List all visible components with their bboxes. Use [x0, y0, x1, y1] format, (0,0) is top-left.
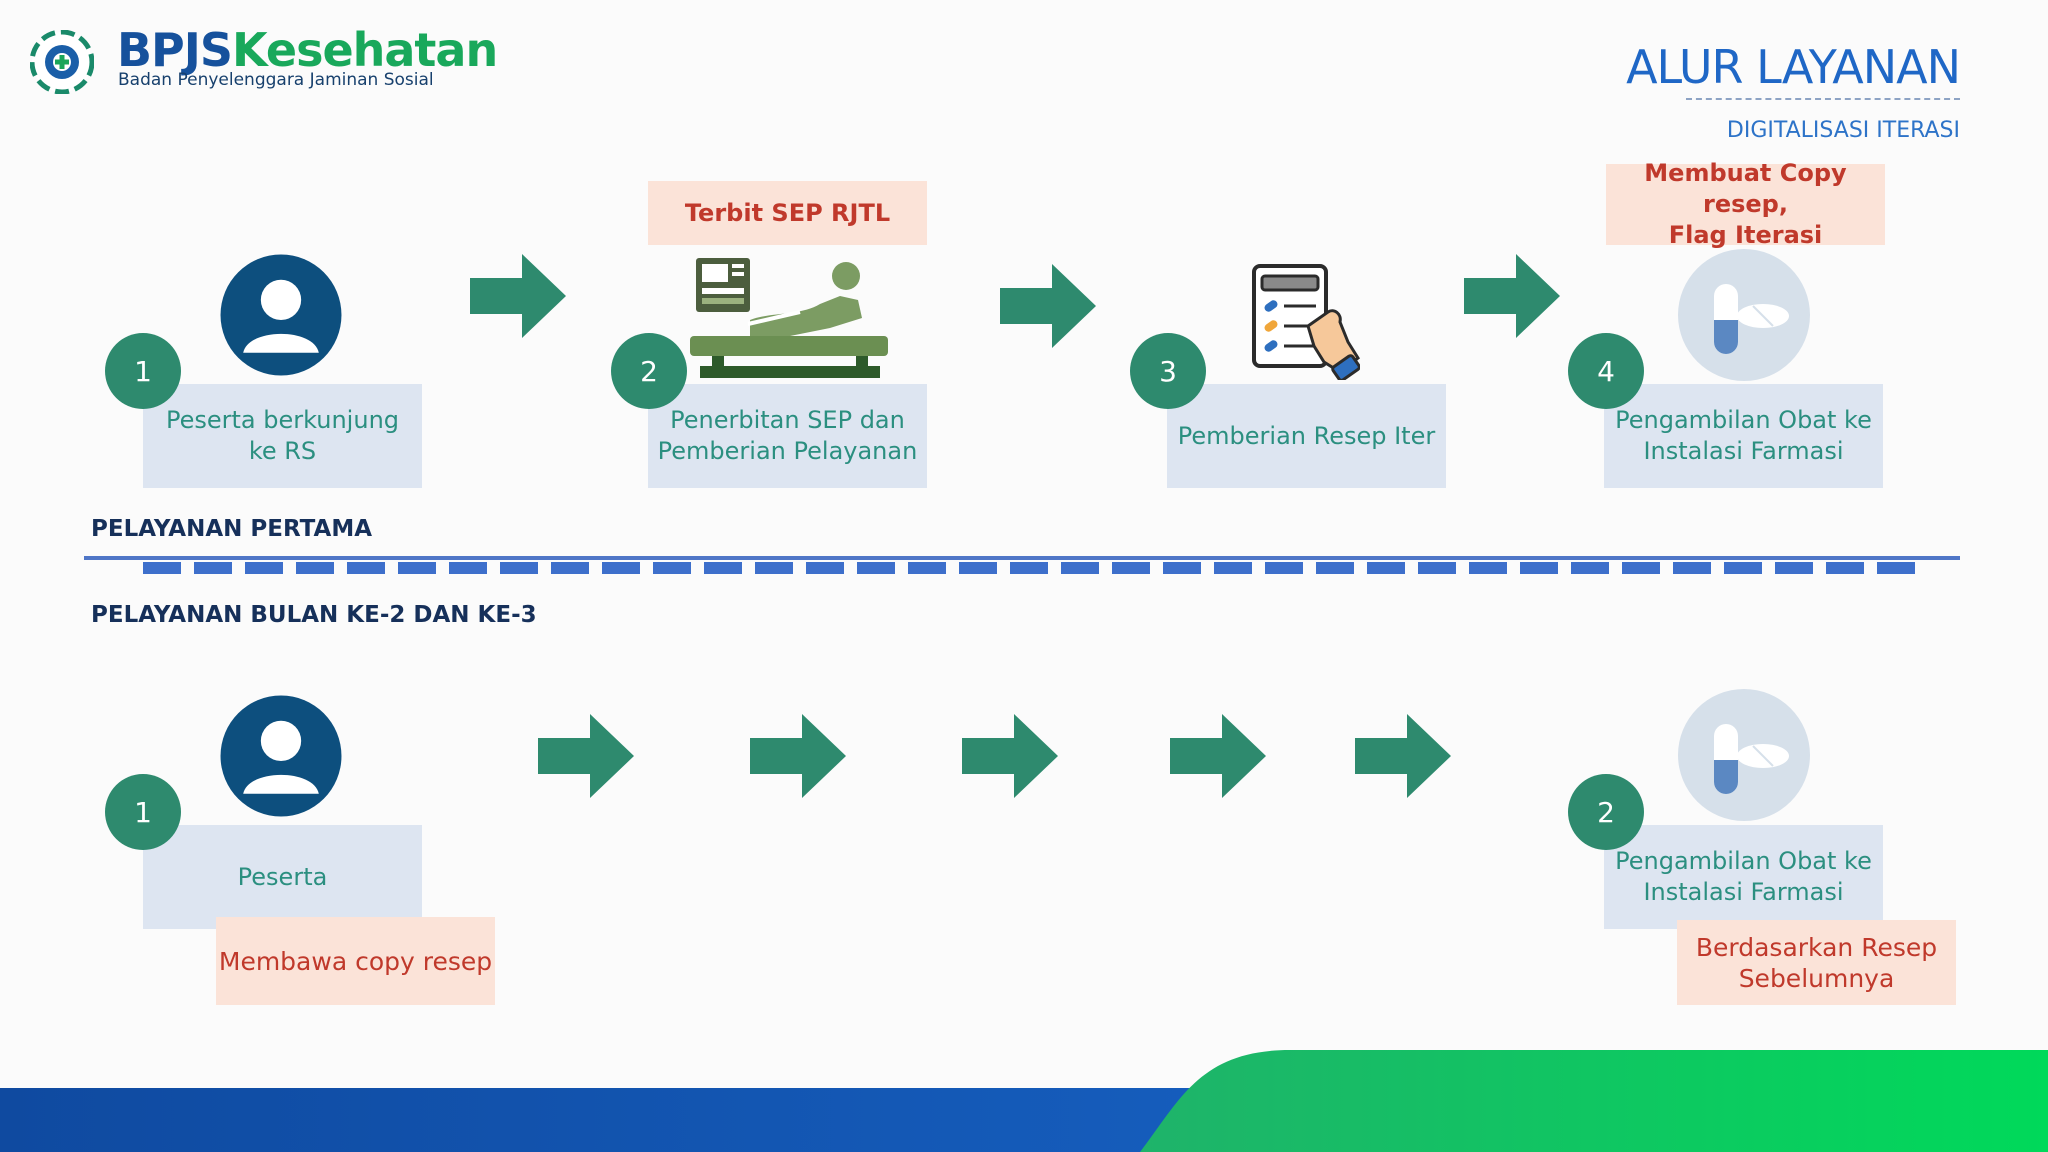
brand-name: BPJSKesehatan [117, 23, 498, 77]
bpjs-logo-icon [30, 30, 94, 94]
note-box: Terbit SEP RJTL [648, 181, 927, 245]
note-box: Berdasarkan Resep Sebelumnya [1677, 920, 1956, 1005]
hospital-bed-icon [690, 258, 888, 378]
step-number: 1 [105, 774, 181, 850]
step-label: Pengambilan Obat ke Instalasi Farmasi [1604, 825, 1883, 929]
step-number: 2 [611, 333, 687, 409]
arrow-right-icon [538, 714, 634, 798]
step-number: 4 [1568, 333, 1644, 409]
pill-icon [1678, 689, 1810, 821]
step-label: Peserta [143, 825, 422, 929]
arrow-right-icon [1000, 264, 1096, 348]
step-label: Peserta berkunjung ke RS [143, 384, 422, 488]
title-divider [1686, 98, 1960, 100]
arrow-right-icon [750, 714, 846, 798]
arrow-right-icon [1170, 714, 1266, 798]
section-divider-line [84, 556, 1960, 560]
pill-icon [1678, 249, 1810, 381]
step-label: Pemberian Resep Iter [1167, 384, 1446, 488]
note-box: Membawa copy resep [216, 917, 495, 1005]
step-label: Pengambilan Obat ke Instalasi Farmasi [1604, 384, 1883, 488]
step-number: 2 [1568, 774, 1644, 850]
step-number: 1 [105, 333, 181, 409]
section-label-first: PELAYANAN PERTAMA [91, 516, 373, 542]
page-title: ALUR LAYANAN [1626, 40, 1961, 94]
person-icon [220, 695, 342, 817]
page-subtitle: DIGITALISASI ITERASI [1726, 118, 1960, 143]
arrow-right-icon [962, 714, 1058, 798]
arrow-right-icon [1355, 714, 1451, 798]
section-divider-dashes [143, 562, 1917, 574]
arrow-right-icon [470, 254, 566, 338]
person-icon [220, 254, 342, 376]
step-label: Penerbitan SEP dan Pemberian Pelayanan [648, 384, 927, 488]
footer-band [0, 1050, 2048, 1152]
brand-subtitle: Badan Penyelenggara Jaminan Sosial [118, 70, 434, 90]
note-box: Membuat Copy resep, Flag Iterasi [1606, 159, 1885, 249]
step-number: 3 [1130, 333, 1206, 409]
prescription-icon [1252, 264, 1360, 380]
arrow-right-icon [1464, 254, 1560, 338]
section-label-second: PELAYANAN BULAN KE-2 DAN KE-3 [91, 602, 537, 628]
